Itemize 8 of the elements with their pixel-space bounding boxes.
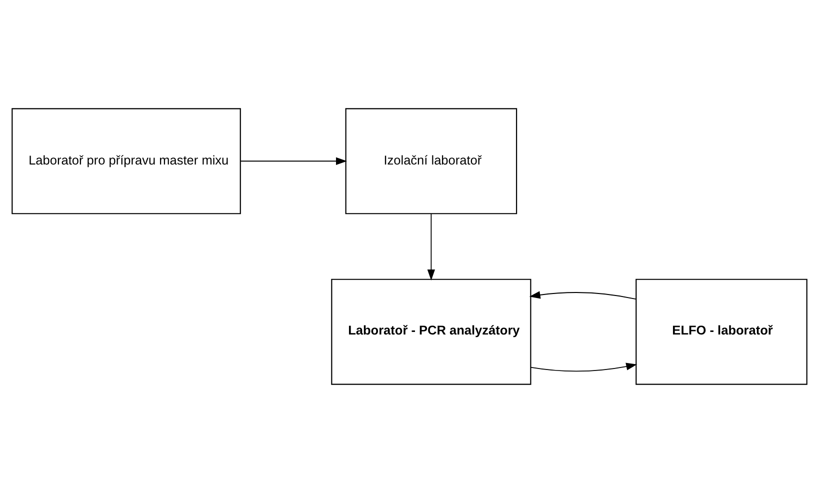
arrow <box>427 213 436 280</box>
node-box: ELFO - laboratoř <box>636 278 808 385</box>
arrow <box>529 291 636 300</box>
node-box: Izolační laboratoř <box>345 108 518 214</box>
node-box: Laboratoř - PCR analyzátory <box>331 278 532 385</box>
arrow <box>240 157 347 165</box>
arrow <box>530 362 638 372</box>
node-box: Laboratoř pro přípravu master mixu <box>12 108 241 214</box>
